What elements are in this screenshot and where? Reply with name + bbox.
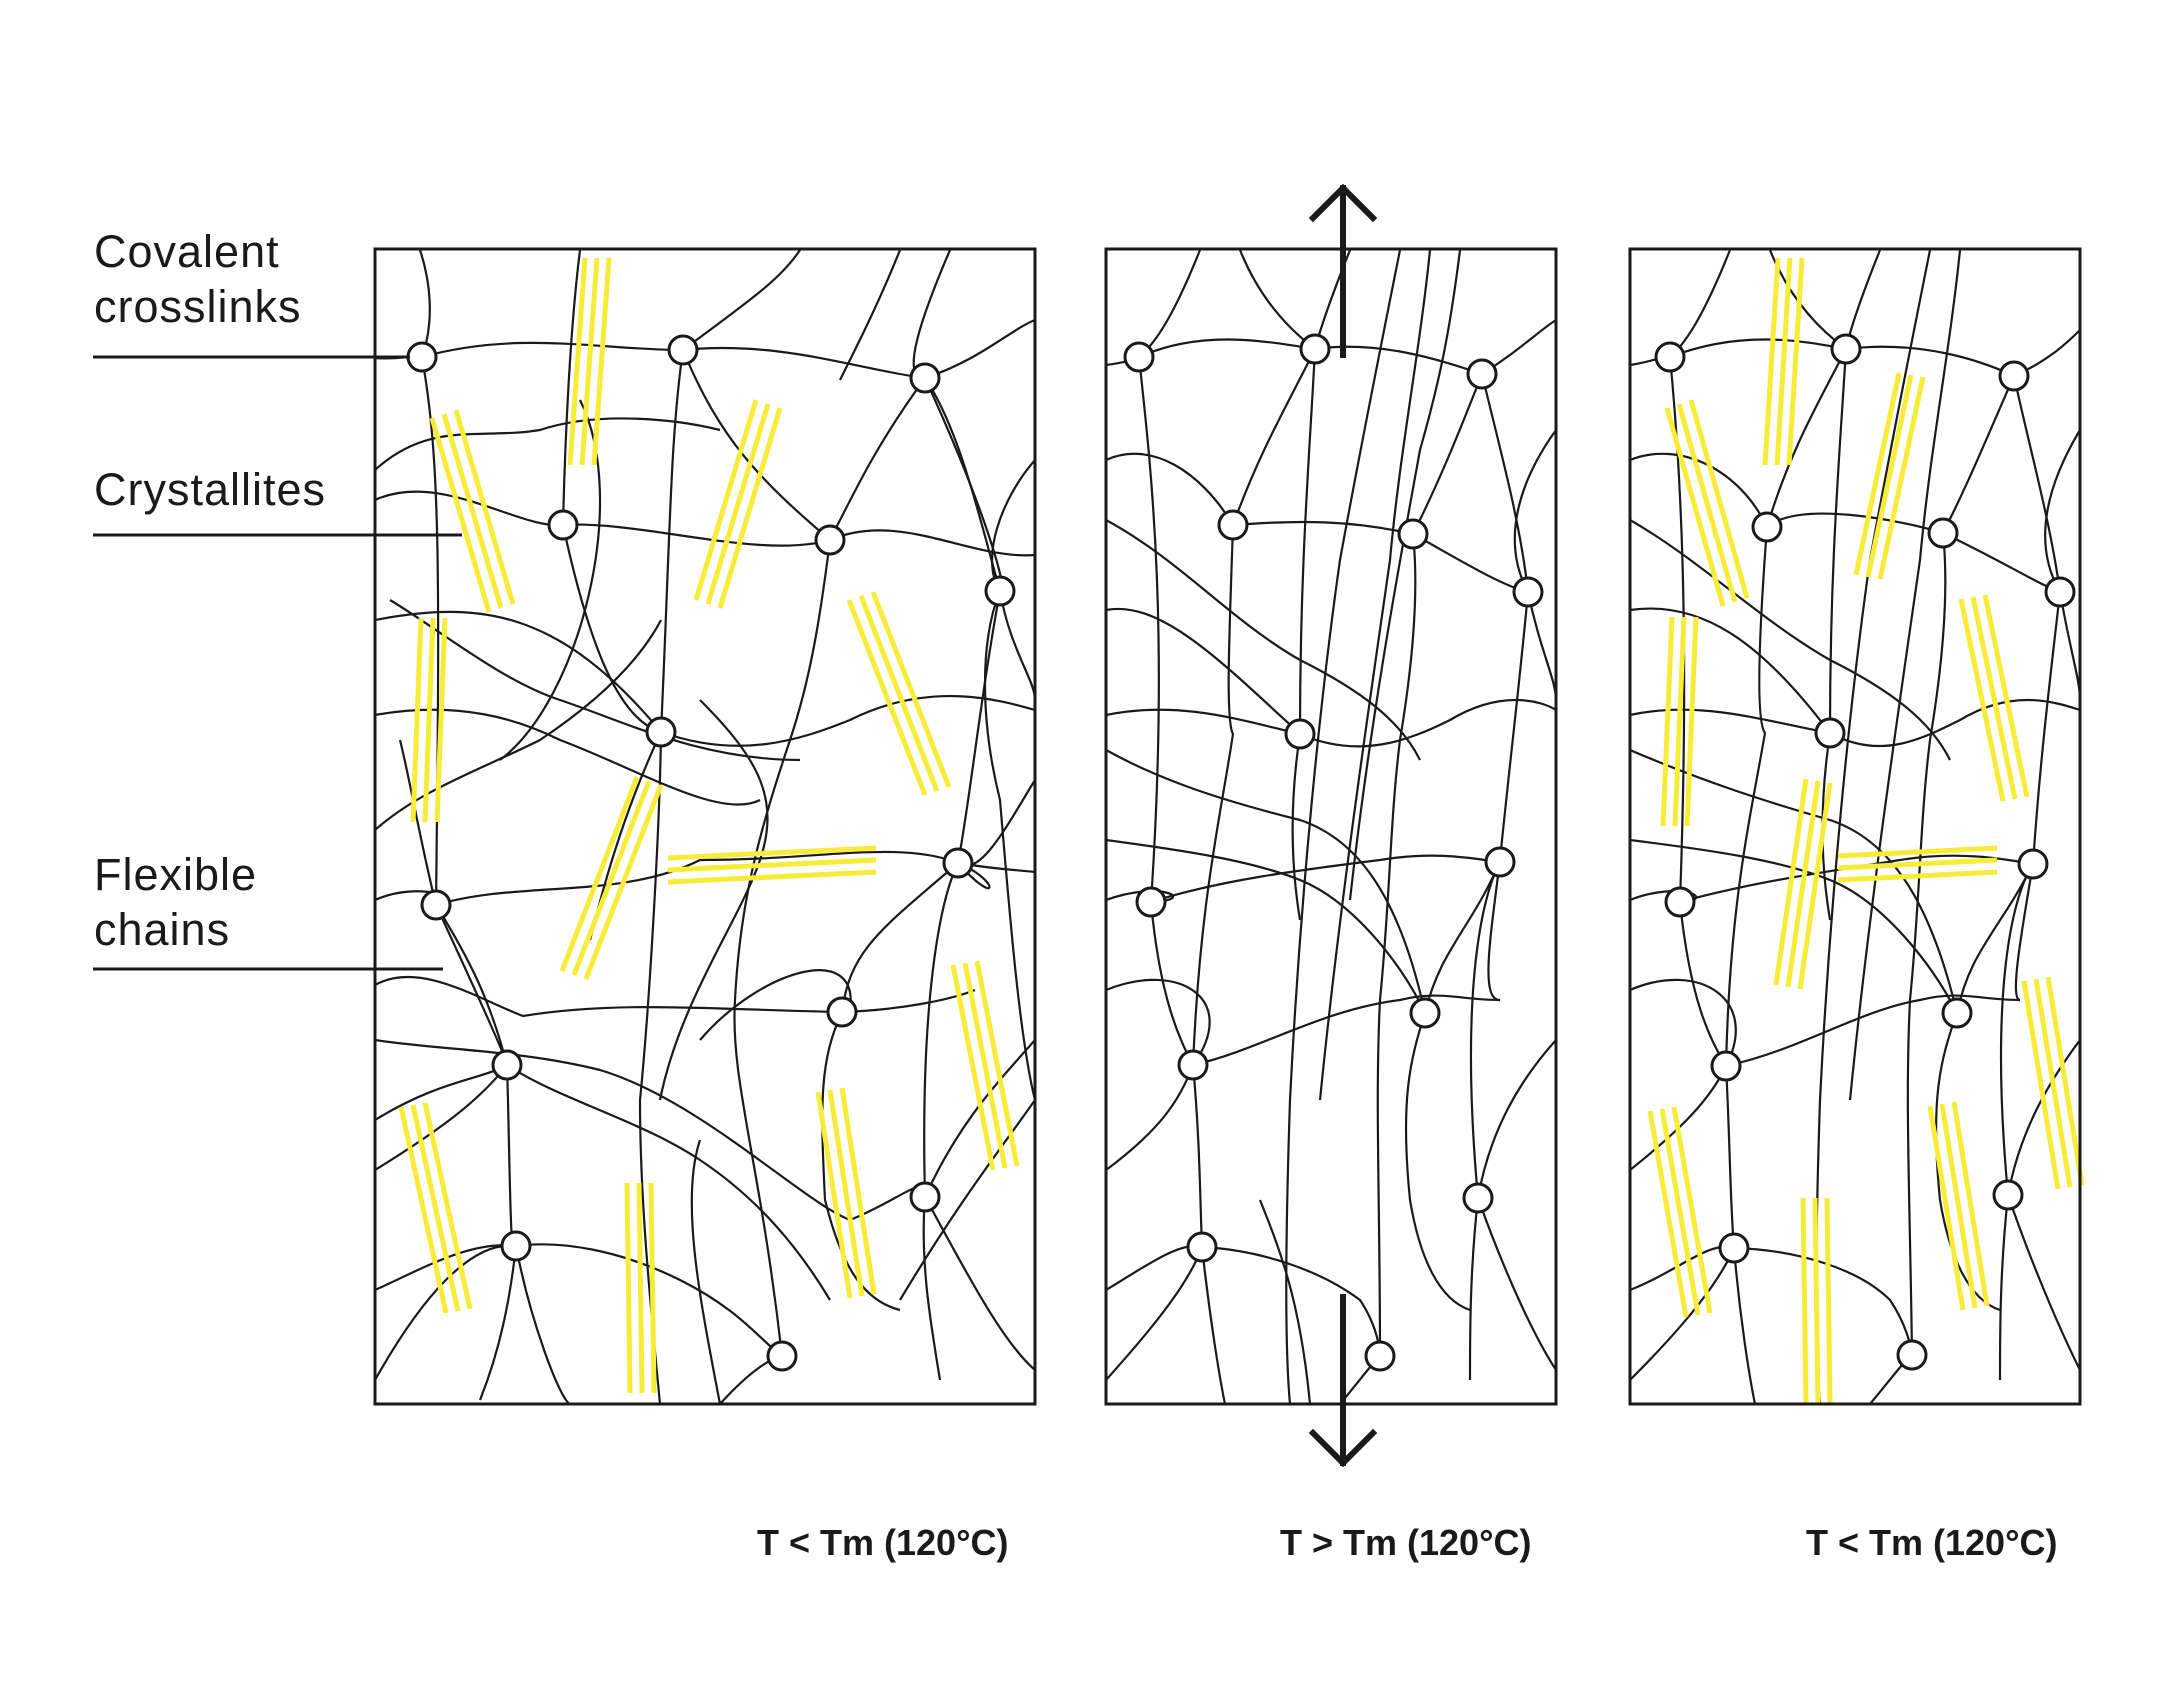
crystallite [2021,976,2085,1190]
crosslink [491,1049,523,1081]
crystallite [1773,778,1833,990]
crosslink [645,716,677,748]
crystallite [624,1182,657,1394]
crosslink [1466,358,1498,390]
crystallite [398,1102,473,1314]
crosslink [984,575,1016,607]
crosslink [1512,576,1544,608]
panel-3-frame [1628,247,2082,1406]
crystallite [429,409,516,613]
crystallite [1853,372,1926,580]
crosslink [1718,1232,1750,1264]
crosslink [909,1181,941,1213]
crosslink [909,362,941,394]
legend-crosslinks-label: Covalent crosslinks [94,226,302,332]
legend-chains-label: Flexible chains [94,849,258,955]
panel-3-crystallites [1647,257,2085,1405]
crosslink [1814,717,1846,749]
crosslink [942,847,974,879]
crystallite [567,257,612,466]
crosslink [1409,997,1441,1029]
crystallite [1664,399,1750,607]
crystallite [693,399,783,609]
panel-2-flexible-chains [1106,249,1556,1404]
crosslink [1710,1050,1742,1082]
panel-1-flexible-chains [375,249,1035,1404]
crystallite [1647,1106,1713,1318]
crosslink [406,341,438,373]
panel-2-temperature-label: T > Tm (120°C) [1280,1522,1532,1563]
crosslink [1896,1339,1928,1371]
crosslink [420,889,452,921]
crosslink [1177,1049,1209,1081]
panel-1-frame [373,247,1037,1406]
crosslink [1751,511,1783,543]
crosslink [1397,518,1429,550]
crosslink [2044,576,2076,608]
crystallite [1762,257,1805,466]
panel-2-crosslinks [1123,333,1544,1372]
crystallite [815,1087,877,1299]
crosslink [1830,333,1862,365]
crosslink [1123,341,1155,373]
crosslink [1186,1231,1218,1263]
crystallite [846,591,952,796]
crystallite [559,776,664,980]
crosslink [1284,718,1316,750]
crosslink [1484,846,1516,878]
crystallite [1800,1197,1833,1405]
panel-2-stretched [1104,183,1558,1468]
panel-3-crosslinks [1654,333,2076,1371]
crystallite [1660,616,1699,827]
crosslink [766,1340,798,1372]
crystallite [1927,1101,1990,1311]
legend-leader-lines [93,355,462,971]
crosslink [826,996,858,1028]
crosslink [500,1230,532,1262]
crosslink [1992,1179,2024,1211]
crystallite [410,617,448,823]
crosslink [547,509,579,541]
stretch-arrow-down-icon [1308,1294,1378,1468]
panel-1-crystallized [373,247,1037,1406]
crosslink [1941,997,1973,1029]
crystallite [667,845,877,885]
crosslink [1299,333,1331,365]
crystallite [1958,594,2030,802]
crosslink [1135,886,1167,918]
crosslink [1998,360,2030,392]
crosslink [1217,509,1249,541]
crystallite [950,960,1020,1171]
stretch-arrow-up-icon [1308,183,1378,358]
crosslink [1654,341,1686,373]
crosslink [2017,848,2049,880]
panel-1-temperature-label: T < Tm (120°C) [757,1522,1009,1563]
panel-2-frame [1104,247,1558,1406]
panel-3-recrystallized [1628,247,2085,1406]
crosslink [1364,1340,1396,1372]
panel-3-temperature-label: T < Tm (120°C) [1806,1522,2058,1563]
panel-1-crystallites [398,257,1020,1394]
crosslink [1927,517,1959,549]
crosslink [1664,886,1696,918]
crosslink [1462,1182,1494,1214]
crosslink [814,524,846,556]
crystallite [1837,845,1998,883]
crosslink [667,334,699,366]
panel-1-crosslinks [406,334,1016,1372]
legend-crystallites-label: Crystallites [94,464,327,515]
